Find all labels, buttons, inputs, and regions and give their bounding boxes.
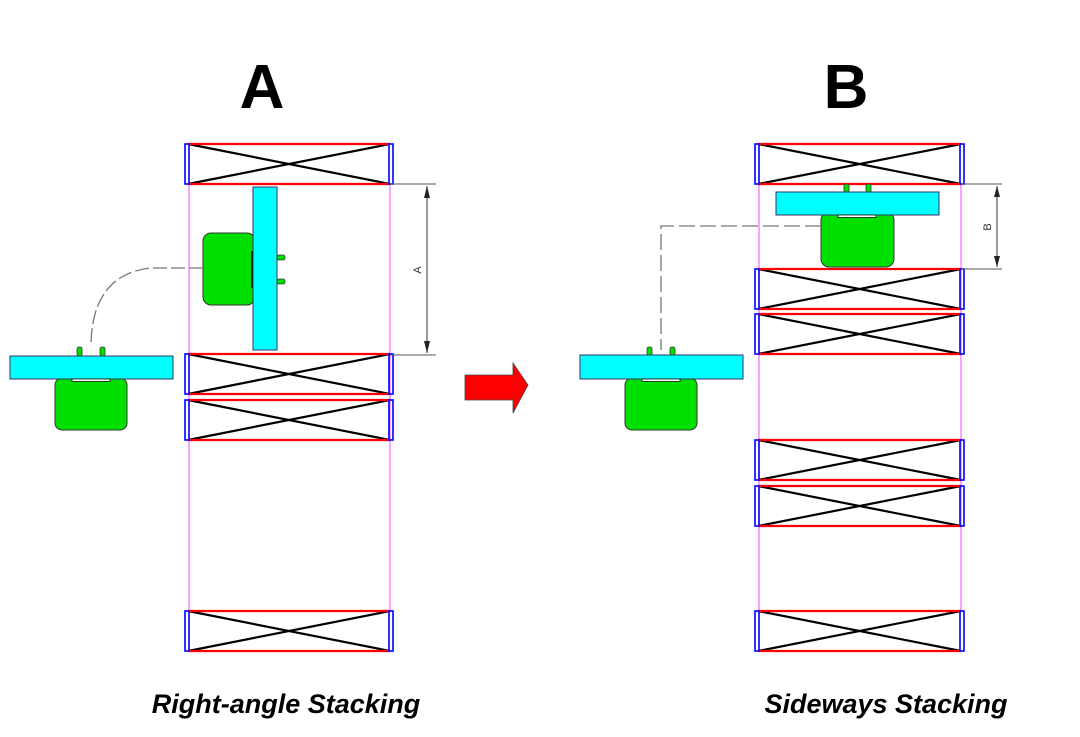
coil-left-end [754, 485, 760, 527]
coil-left-end [754, 143, 760, 185]
pcb-board [9, 355, 174, 380]
coil-right-end [959, 268, 965, 310]
coil-frame [754, 312, 965, 356]
coil-frame [754, 438, 965, 482]
coil-left-end [754, 610, 760, 652]
coil-left-end [184, 143, 190, 185]
pin [276, 278, 286, 285]
coil-frame [754, 267, 965, 311]
coil-left-end [754, 313, 760, 355]
coil-cross-line [757, 267, 962, 311]
coil-right-end [388, 399, 394, 441]
coil-cross-line [187, 609, 391, 653]
coil-right-end [959, 143, 965, 185]
coil-cross-line [757, 484, 962, 528]
coil-cross-line [757, 312, 962, 356]
pin [76, 346, 83, 357]
cable-b [660, 225, 821, 350]
coil-right-end [959, 313, 965, 355]
coil-frame [754, 142, 965, 186]
coil-right-end [388, 610, 394, 652]
coil-frame [184, 142, 394, 186]
coil-frame [184, 398, 394, 442]
connector-body [624, 377, 698, 431]
panel-b: B [579, 142, 1002, 653]
coil-right-end [959, 610, 965, 652]
coil-right-end [388, 143, 394, 185]
coil-frames-b [754, 142, 965, 653]
connector-body [54, 377, 128, 431]
coil-left-end [754, 439, 760, 481]
pin [276, 254, 286, 261]
coil-frame [184, 352, 394, 396]
pin [99, 346, 106, 357]
dimension-b: B [961, 183, 1002, 270]
coil-cross-line [757, 142, 962, 186]
panel-a: A [9, 142, 436, 653]
coil-cross-line [757, 438, 962, 482]
coil-frame [184, 609, 394, 653]
coil-cross-line [187, 142, 391, 186]
pcb-board [579, 354, 744, 380]
coil-cross-line [187, 352, 391, 396]
dimension-a: A [390, 183, 436, 356]
panel-b-letter: B [824, 53, 869, 122]
connector-body [202, 232, 256, 306]
coil-left-end [184, 353, 190, 395]
transition-arrow [464, 361, 529, 414]
coil-frames-a [184, 142, 394, 653]
caption-b: Sideways Stacking [764, 689, 1008, 719]
caption-a: Right-angle Stacking [152, 689, 421, 719]
coil-cross-line [757, 609, 962, 653]
panel-a-letter: A [240, 53, 285, 122]
coil-left-end [184, 399, 190, 441]
dimension-label-b: B [982, 223, 994, 230]
mating-connector-b [579, 346, 744, 431]
sideways-connector [775, 183, 940, 268]
connector-body [820, 211, 895, 268]
pcb-board [775, 191, 940, 216]
coil-right-end [388, 353, 394, 395]
coil-left-end [184, 610, 190, 652]
cable-a [90, 267, 203, 346]
coil-cross-line [187, 398, 391, 442]
pcb-board [252, 186, 278, 351]
coil-right-end [959, 439, 965, 481]
coil-left-end [754, 268, 760, 310]
coil-right-end [959, 485, 965, 527]
mating-connector-a [9, 346, 174, 431]
coil-frame [754, 484, 965, 528]
dimension-label-a: A [412, 266, 424, 274]
right-angle-connector [202, 186, 286, 351]
coil-frame [754, 609, 965, 653]
